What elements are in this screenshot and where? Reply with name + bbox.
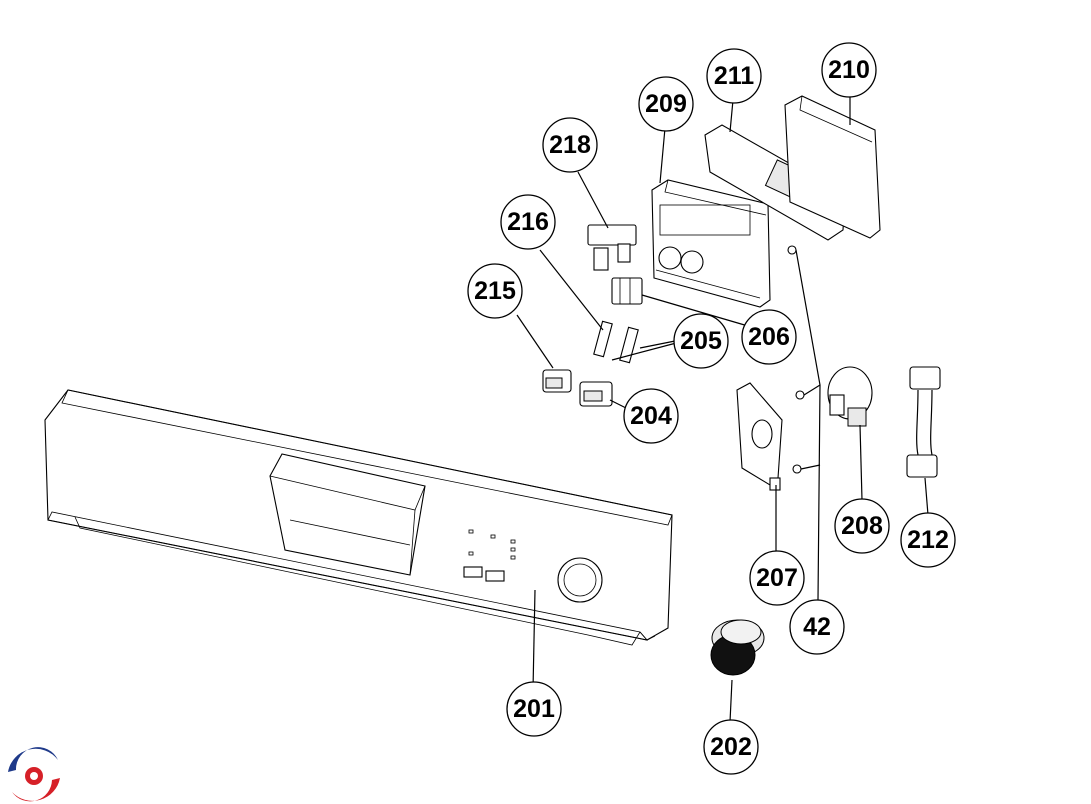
spacer-206 bbox=[611, 277, 643, 305]
callout-208: 208 bbox=[834, 498, 890, 554]
potentiometer-208 bbox=[827, 366, 873, 427]
callout-216: 216 bbox=[500, 194, 556, 250]
callout-label-42: 42 bbox=[803, 613, 831, 641]
callout-201: 201 bbox=[506, 681, 562, 737]
callout-206: 206 bbox=[741, 309, 797, 365]
callout-label-215: 215 bbox=[474, 277, 516, 305]
callout-label-206: 206 bbox=[748, 323, 790, 351]
callout-205: 205 bbox=[673, 313, 729, 369]
callout-label-204: 204 bbox=[630, 402, 672, 430]
screw-42-a bbox=[787, 245, 797, 255]
switch-218 bbox=[587, 224, 637, 271]
callout-207: 207 bbox=[749, 550, 805, 606]
brand-logo bbox=[8, 747, 60, 802]
callout-label-211: 211 bbox=[714, 62, 754, 90]
pcb-frame-209 bbox=[651, 179, 771, 308]
callout-label-208: 208 bbox=[841, 512, 883, 540]
callout-label-218: 218 bbox=[549, 131, 591, 159]
bracket-207 bbox=[736, 382, 783, 491]
cover-210 bbox=[784, 95, 881, 239]
callout-label-210: 210 bbox=[828, 56, 870, 84]
callout-label-216: 216 bbox=[507, 208, 549, 236]
callout-218: 218 bbox=[542, 117, 598, 173]
callout-label-202: 202 bbox=[710, 733, 752, 761]
brand-logo-blue-arc bbox=[8, 747, 58, 772]
control-panel-fascia bbox=[44, 389, 673, 646]
leader-lines bbox=[516, 96, 929, 723]
callout-215: 215 bbox=[467, 263, 523, 319]
callout-210: 210 bbox=[821, 42, 877, 98]
callout-212: 212 bbox=[900, 512, 956, 568]
screw-42-c bbox=[792, 464, 802, 474]
callout-label-207: 207 bbox=[756, 564, 798, 592]
callout-label-201: 201 bbox=[513, 695, 555, 723]
callout-202: 202 bbox=[703, 719, 759, 775]
push-button-215 bbox=[542, 369, 572, 393]
callout-204: 204 bbox=[623, 388, 679, 444]
program-knob bbox=[710, 619, 765, 676]
screw-42-b bbox=[795, 390, 805, 400]
harness-212 bbox=[906, 366, 941, 478]
callout-label-212: 212 bbox=[907, 526, 949, 554]
callout-label-205: 205 bbox=[680, 327, 722, 355]
callout-209: 209 bbox=[638, 76, 694, 132]
callout-label-209: 209 bbox=[645, 90, 687, 118]
light-pipes-205 bbox=[593, 320, 639, 364]
callout-42: 42 bbox=[789, 599, 845, 655]
push-button-204 bbox=[579, 381, 613, 407]
brand-logo-red-arc bbox=[12, 778, 60, 802]
callout-211: 211 bbox=[706, 48, 762, 104]
